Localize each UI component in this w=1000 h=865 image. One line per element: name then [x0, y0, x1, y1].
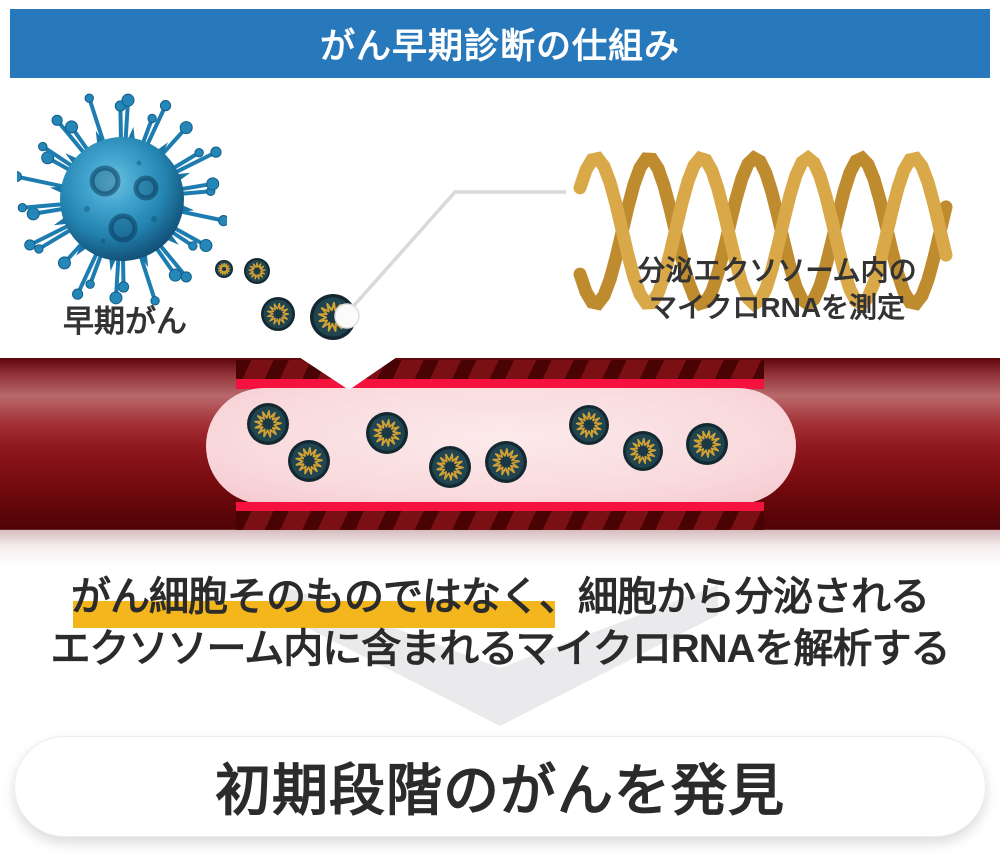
- vessel-inner-lining-bottom: [236, 502, 764, 512]
- rna-caption-line1: 分泌エクソソーム内の: [637, 255, 917, 286]
- blood-vessel-shadow: [0, 529, 1000, 565]
- callout-connector-line: [348, 190, 566, 312]
- explanation-line1: がん細胞そのものではなく、細胞から分泌される: [71, 575, 930, 619]
- text-highlight-bar: [73, 601, 555, 628]
- vessel-interior: [206, 388, 796, 504]
- header-bar: がん早期診断の仕組み: [10, 9, 990, 78]
- exosome-particle-icon: [261, 297, 295, 331]
- callout-anchor-dot: [334, 303, 360, 329]
- conclusion-text: 初期段階のがんを発見: [215, 759, 785, 822]
- page-title: がん早期診断の仕組み: [319, 27, 680, 66]
- rna-caption: 分泌エクソソーム内の マイクロRNAを測定: [597, 252, 957, 326]
- exosome-particle-icon: [310, 294, 356, 340]
- early-cancer-label: 早期がん: [63, 304, 187, 339]
- vessel-wall-cross-section-bottom: [236, 511, 764, 530]
- explanation-line2: エクソソーム内に含まれるマイクロRNAを解析する: [50, 627, 950, 671]
- vessel-inner-lining-top: [236, 379, 764, 389]
- rna-helix-icon: [573, 149, 953, 313]
- explanation-text: がん細胞そのものではなく、細胞から分泌される エクソソーム内に含まれるマイクロR…: [0, 571, 1000, 675]
- cancer-cell-icon: [17, 93, 227, 306]
- conclusion-box: 初期段階のがんを発見: [15, 737, 985, 836]
- rna-caption-line2: マイクロRNAを測定: [648, 292, 906, 323]
- exosome-particle-icon: [244, 258, 270, 284]
